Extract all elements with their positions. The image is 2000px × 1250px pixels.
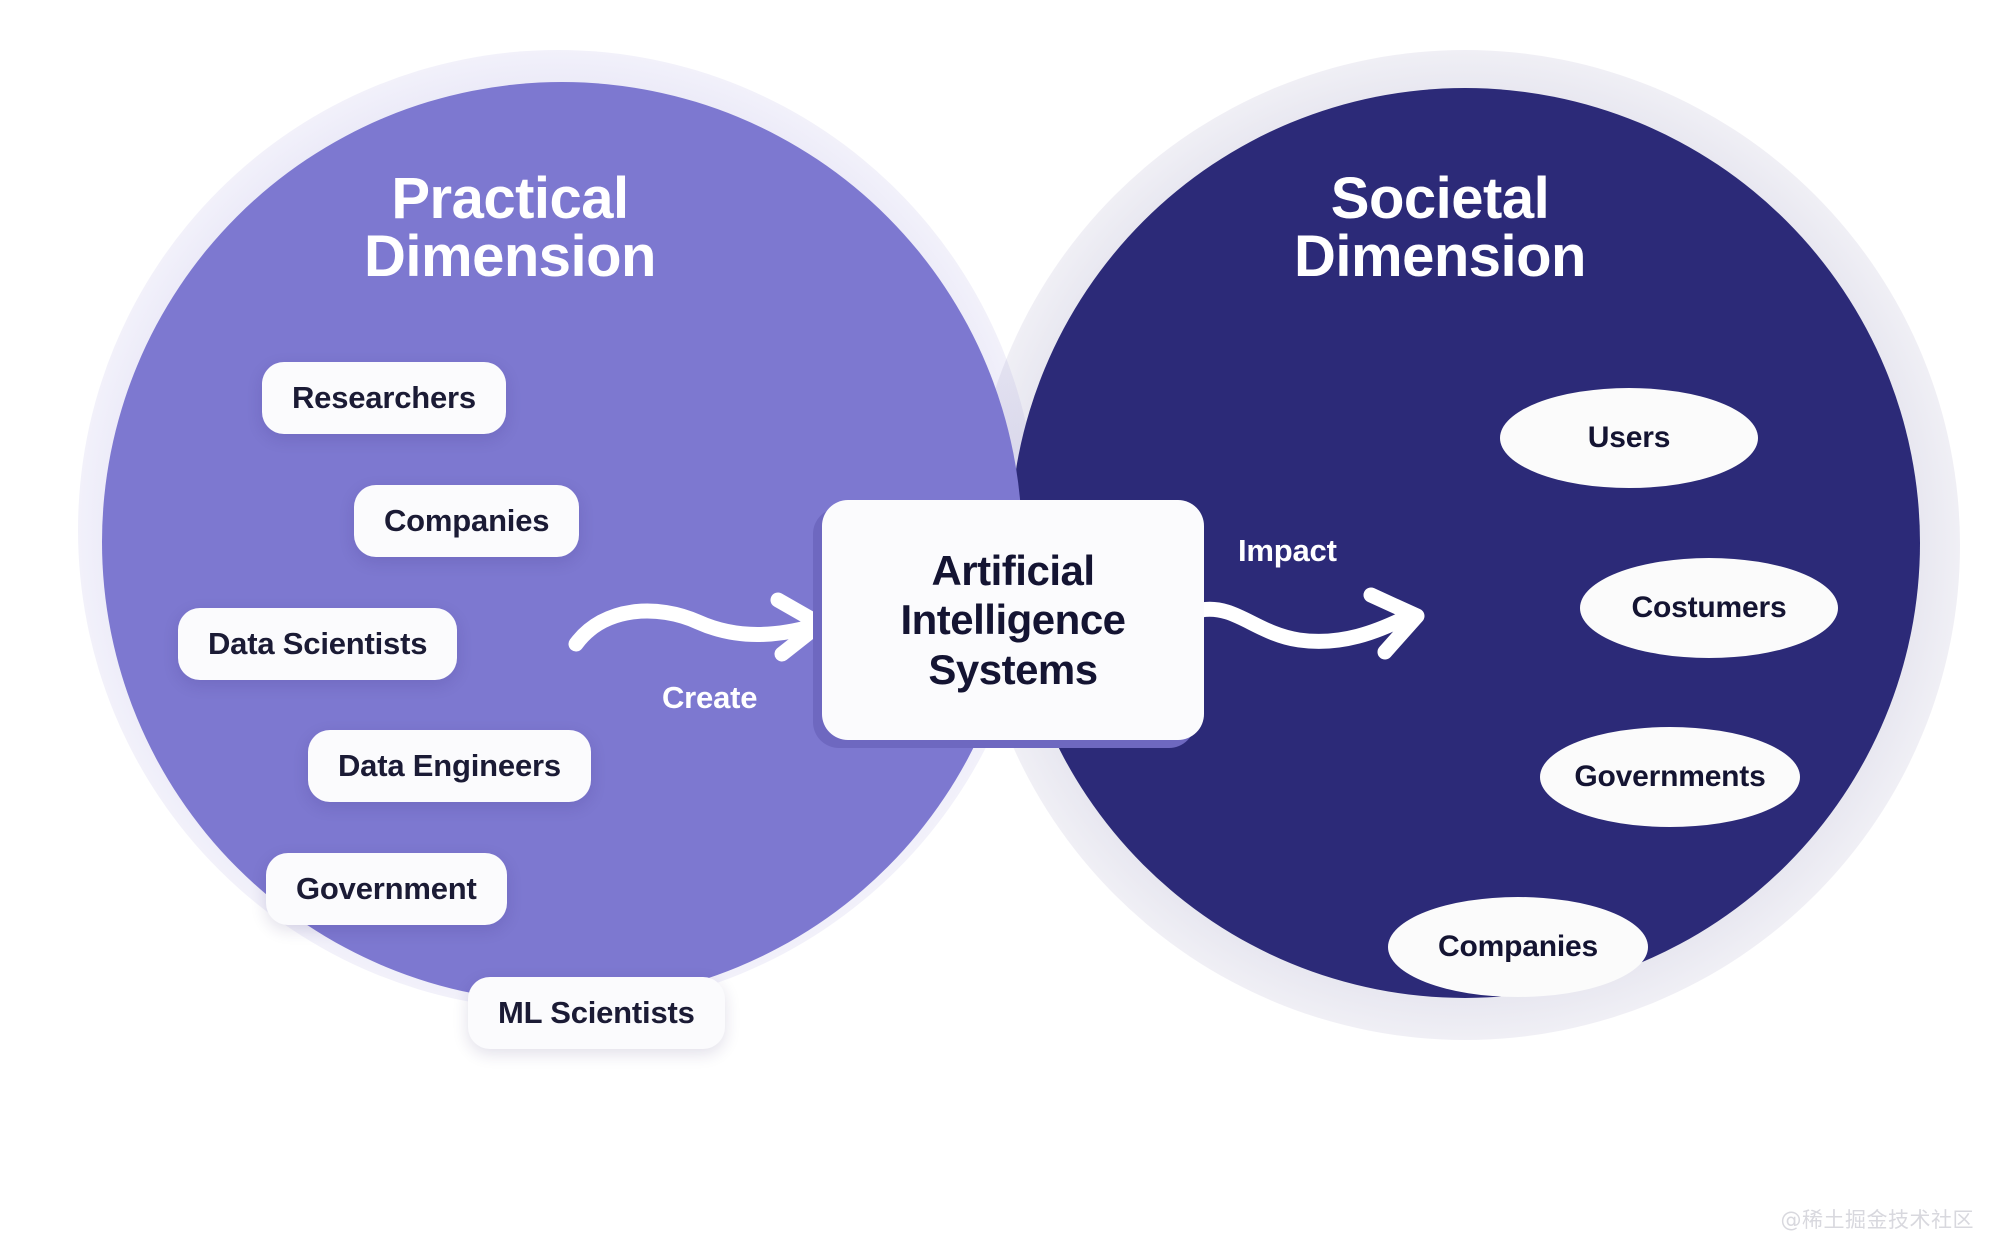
practical-dimension-title: Practical Dimension [364, 166, 657, 289]
oval-label: Companies [1438, 930, 1598, 963]
practical-item-government[interactable]: Government [266, 853, 507, 925]
oval-label: Costumers [1631, 591, 1787, 624]
practical-item-companies[interactable]: Companies [354, 485, 580, 557]
pill-label: Data Scientists [208, 626, 428, 661]
connector-label-impact: Impact [1238, 533, 1337, 568]
pill-label: ML Scientists [498, 995, 695, 1030]
oval-label: Governments [1574, 760, 1766, 793]
pill-label: Researchers [292, 380, 476, 415]
societal-item-costumers[interactable]: Costumers [1580, 558, 1838, 658]
oval-label: Users [1587, 421, 1671, 454]
watermark: @稀土掘金技术社区 [1780, 1208, 1974, 1232]
pill-label: Companies [384, 503, 550, 538]
connector-label-create: Create [662, 680, 758, 715]
ai-systems-label: Artificial Intelligence Systems [900, 546, 1126, 693]
practical-item-researchers[interactable]: Researchers [262, 362, 506, 434]
practical-item-ml-scientists[interactable]: ML Scientists [468, 977, 725, 1049]
societal-item-users[interactable]: Users [1500, 388, 1758, 488]
pill-label: Government [296, 871, 477, 906]
societal-dimension-title: Societal Dimension [1294, 166, 1587, 289]
societal-item-companies[interactable]: Companies [1388, 897, 1648, 997]
pill-label: Data Engineers [338, 748, 561, 783]
ai-systems-node[interactable]: Artificial Intelligence Systems [822, 500, 1204, 740]
practical-item-data-engineers[interactable]: Data Engineers [308, 730, 591, 802]
practical-item-data-scientists[interactable]: Data Scientists [178, 608, 458, 680]
societal-item-governments[interactable]: Governments [1540, 727, 1800, 827]
